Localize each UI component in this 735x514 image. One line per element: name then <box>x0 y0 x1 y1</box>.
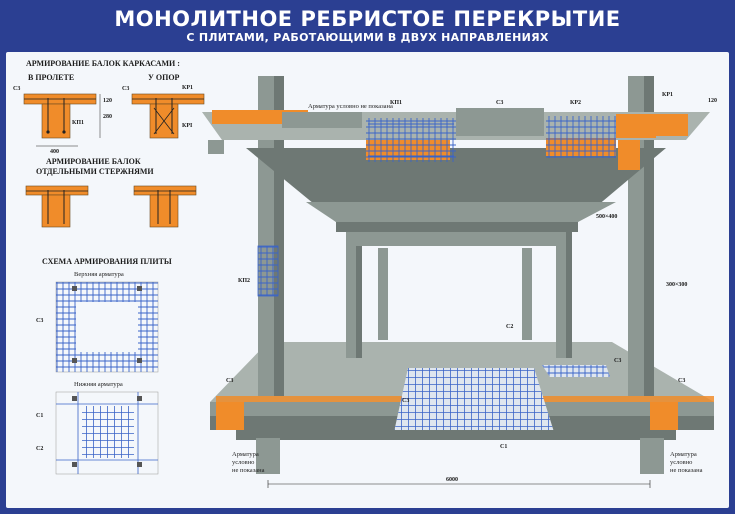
kr1-label-main: КР1 <box>662 92 673 98</box>
c3-label-right: С3 <box>678 378 685 384</box>
c2-label-plan: С2 <box>36 446 43 452</box>
beam-section-at-supports <box>131 93 205 139</box>
beam-bars-left <box>25 185 89 228</box>
beam-frame-section: АРМИРОВАНИЕ БАЛОК КАРКАСАМИ : В ПРОЛЕТЕ … <box>13 59 205 155</box>
c2-label-main: С2 <box>506 324 513 330</box>
kp1-label-main: КП1 <box>390 100 402 106</box>
c3-label-top: С3 <box>496 100 503 106</box>
beams-bars-heading-2: ОТДЕЛЬНЫМИ СТЕРЖНЯМИ <box>36 167 154 176</box>
c3-label-plan: С3 <box>36 318 43 324</box>
beam-section-in-span <box>23 93 101 147</box>
rebar-right-line-1: Арматура <box>670 451 697 458</box>
dim-120-main: 120 <box>708 98 717 104</box>
rebar-right-line-2: условно <box>670 459 692 466</box>
kp1-label-span: КП1 <box>72 120 84 126</box>
at-supports-label: У ОПОР <box>148 73 180 82</box>
c3-label-right-mid: С3 <box>614 358 621 364</box>
c3-label-support: С3 <box>122 86 129 92</box>
rebar-right-line-3: не показана <box>670 467 703 474</box>
poster-title: МОНОЛИТНОЕ РЕБРИСТОЕ ПЕРЕКРЫТИЕ <box>114 7 621 31</box>
beams-frames-heading: АРМИРОВАНИЕ БАЛОК КАРКАСАМИ : <box>26 59 180 68</box>
dim-6000-label: 6000 <box>446 477 458 483</box>
kr2-label-main: КР2 <box>570 100 581 106</box>
top-reinf-label: Верхняя арматура <box>74 271 124 278</box>
c1-label-main: С1 <box>500 444 507 450</box>
dim-120-label: 120 <box>103 98 112 104</box>
rebar-left-line-2: условно <box>232 459 254 466</box>
in-span-label: В ПРОЛЕТЕ <box>28 73 74 82</box>
kr1b-label-support: КРI <box>182 123 193 129</box>
top-reinforcement-plan <box>55 281 159 373</box>
c3-label-span: С3 <box>13 86 20 92</box>
kp2-label-main: КП2 <box>238 278 250 284</box>
bottom-reinf-label: Нижняя арматура <box>74 381 123 388</box>
c3-label-left: С3 <box>226 378 233 384</box>
dim-280-label: 280 <box>103 114 112 120</box>
rebar-note-top: Арматура условно не показана <box>308 103 393 110</box>
c1-label-plan: С1 <box>36 413 43 419</box>
floor-mesh-cutout <box>394 365 610 432</box>
kr1-label-support: КР1 <box>182 85 193 91</box>
top-rebar-mesh <box>366 116 616 162</box>
beam-bars-right <box>133 185 197 228</box>
content-panel: АРМИРОВАНИЕ БАЛОК КАРКАСАМИ : В ПРОЛЕТЕ … <box>6 52 729 508</box>
dim-500x400-label: 500×400 <box>596 214 617 220</box>
beam-bars-section: АРМИРОВАНИЕ БАЛОК ОТДЕЛЬНЫМИ СТЕРЖНЯМИ <box>25 157 197 228</box>
slab-scheme-heading: СХЕМА АРМИРОВАНИЯ ПЛИТЫ <box>42 257 172 266</box>
dim-400-label: 400 <box>50 149 59 155</box>
dim-300x300-label: 300×300 <box>666 282 687 288</box>
rebar-left-line-3: не показана <box>232 467 265 474</box>
poster-header: МОНОЛИТНОЕ РЕБРИСТОЕ ПЕРЕКРЫТИЕ С ПЛИТАМ… <box>0 0 735 52</box>
poster-subtitle: С ПЛИТАМИ, РАБОТАЮЩИМИ В ДВУХ НАПРАВЛЕНИ… <box>186 31 549 44</box>
bottom-reinforcement-plan <box>55 391 159 475</box>
c3-label-floor: С3 <box>402 398 409 404</box>
beams-bars-heading-1: АРМИРОВАНИЕ БАЛОК <box>46 157 141 166</box>
rebar-left-line-1: Арматура <box>232 451 259 458</box>
ceiling-slab <box>246 148 666 246</box>
dimension-6000: 6000 <box>267 477 651 488</box>
slab-scheme-section: СХЕМА АРМИРОВАНИЯ ПЛИТЫ Верхняя арматура… <box>36 257 172 475</box>
diagram-canvas: АРМИРОВАНИЕ БАЛОК КАРКАСАМИ : В ПРОЛЕТЕ … <box>13 59 717 488</box>
lower-beam <box>236 430 676 440</box>
column-rebar-cage <box>257 245 279 297</box>
